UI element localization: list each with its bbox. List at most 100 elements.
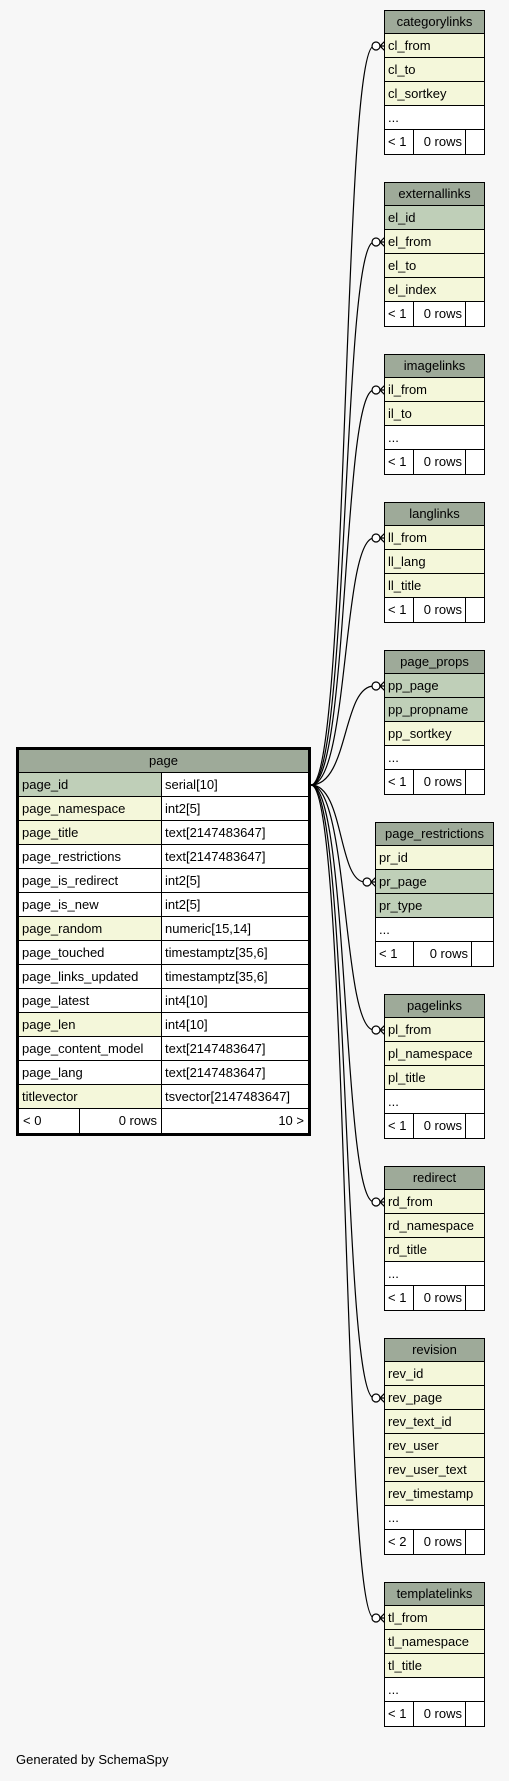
- column-tl-title[interactable]: tl_title: [385, 1654, 484, 1678]
- parents-count: < 1: [385, 130, 414, 154]
- column-rev-user-text[interactable]: rev_user_text: [385, 1458, 484, 1482]
- column-name: page_random: [19, 917, 162, 940]
- column-ll-lang[interactable]: ll_lang: [385, 550, 484, 574]
- column-el-to[interactable]: el_to: [385, 254, 484, 278]
- column-rev-timestamp[interactable]: rev_timestamp: [385, 1482, 484, 1506]
- column-type: int2[5]: [162, 797, 308, 820]
- column-cl-from[interactable]: cl_from: [385, 34, 484, 58]
- column-type: tsvector[2147483647]: [162, 1085, 308, 1108]
- column-type: int4[10]: [162, 1013, 308, 1036]
- children-count: [466, 1702, 484, 1726]
- more-columns: ...: [385, 106, 484, 130]
- column-rev-id[interactable]: rev_id: [385, 1362, 484, 1386]
- column-ll-title[interactable]: ll_title: [385, 574, 484, 598]
- table-header: redirect: [385, 1167, 484, 1190]
- parents-count: < 1: [385, 302, 414, 326]
- children-count: [466, 1286, 484, 1310]
- row-count: 0 rows: [414, 942, 472, 966]
- column-type: text[2147483647]: [162, 821, 308, 844]
- column-rev-user[interactable]: rev_user: [385, 1434, 484, 1458]
- column-pr-type[interactable]: pr_type: [376, 894, 493, 918]
- edge-page-to-templatelinks: [310, 784, 375, 1619]
- column-name: page_links_updated: [19, 965, 162, 988]
- children-count: [466, 450, 484, 474]
- edge-page-to-imagelinks: [310, 389, 375, 786]
- row-count: 0 rows: [414, 450, 466, 474]
- column-pl-namespace[interactable]: pl_namespace: [385, 1042, 484, 1066]
- column-rev-text-id[interactable]: rev_text_id: [385, 1410, 484, 1434]
- column-cl-sortkey[interactable]: cl_sortkey: [385, 82, 484, 106]
- column-type: timestamptz[35,6]: [162, 965, 308, 988]
- children-count: [466, 302, 484, 326]
- column-tl-from[interactable]: tl_from: [385, 1606, 484, 1630]
- table-header: langlinks: [385, 503, 484, 526]
- table-header: revision: [385, 1339, 484, 1362]
- column-pp-sortkey[interactable]: pp_sortkey: [385, 722, 484, 746]
- column-pr-page[interactable]: pr_page: [376, 870, 493, 894]
- column-el-index[interactable]: el_index: [385, 278, 484, 302]
- children-count: [466, 770, 484, 794]
- column-pr-id[interactable]: pr_id: [376, 846, 493, 870]
- column-il-from[interactable]: il_from: [385, 378, 484, 402]
- column-el-id[interactable]: el_id: [385, 206, 484, 230]
- column-pl-from[interactable]: pl_from: [385, 1018, 484, 1042]
- column-rd-title[interactable]: rd_title: [385, 1238, 484, 1262]
- column-name: page_is_new: [19, 893, 162, 916]
- column-pl-title[interactable]: pl_title: [385, 1066, 484, 1090]
- column-cl-to[interactable]: cl_to: [385, 58, 484, 82]
- column-name: page_latest: [19, 989, 162, 1012]
- column-tl-namespace[interactable]: tl_namespace: [385, 1630, 484, 1654]
- parents-count: < 2: [385, 1530, 414, 1554]
- column-pp-propname[interactable]: pp_propname: [385, 698, 484, 722]
- column-rd-namespace[interactable]: rd_namespace: [385, 1214, 484, 1238]
- column-el-from[interactable]: el_from: [385, 230, 484, 254]
- children-count: [466, 1114, 484, 1138]
- column-il-to[interactable]: il_to: [385, 402, 484, 426]
- column-rev-page[interactable]: rev_page: [385, 1386, 484, 1410]
- parents-count: < 1: [385, 598, 414, 622]
- column-rd-from[interactable]: rd_from: [385, 1190, 484, 1214]
- column-name: page_namespace: [19, 797, 162, 820]
- column-type: text[2147483647]: [162, 1061, 308, 1084]
- table-header: page_props: [385, 651, 484, 674]
- table-header: page_restrictions: [376, 823, 493, 846]
- column-type: int2[5]: [162, 869, 308, 892]
- table-header: pagelinks: [385, 995, 484, 1018]
- parents-count: < 1: [385, 770, 414, 794]
- more-columns: ...: [385, 1262, 484, 1286]
- optional-circle-marker: [371, 533, 381, 543]
- column-ll-from[interactable]: ll_from: [385, 526, 484, 550]
- children-count: 10 >: [278, 1113, 304, 1128]
- column-pp-page[interactable]: pp_page: [385, 674, 484, 698]
